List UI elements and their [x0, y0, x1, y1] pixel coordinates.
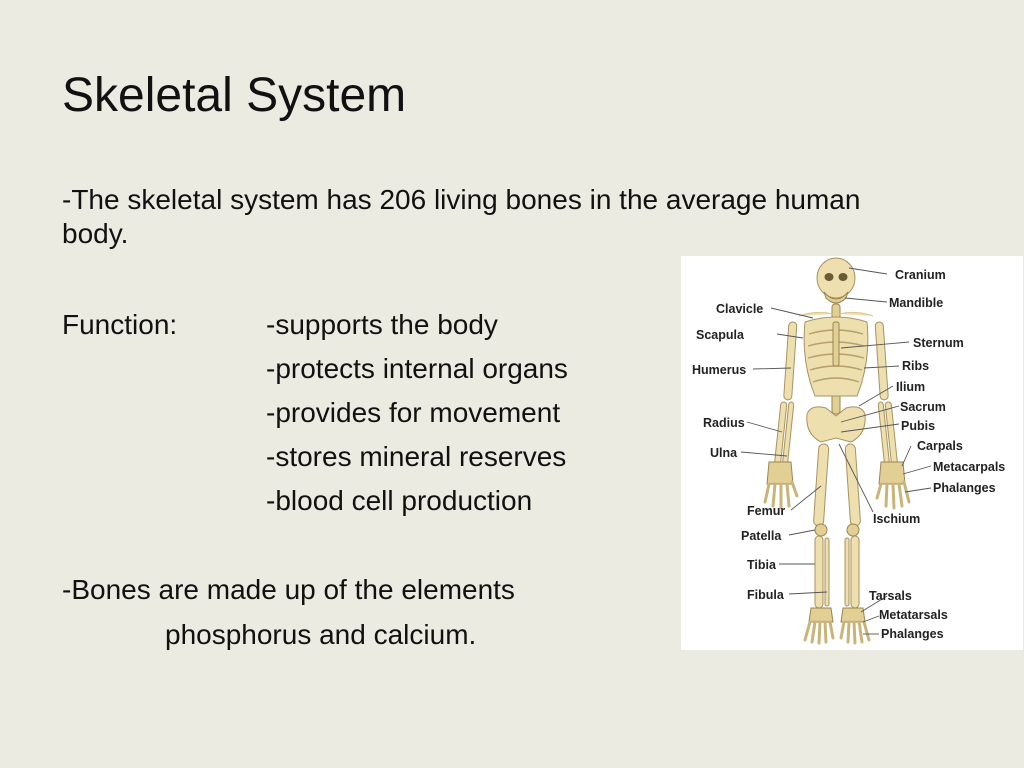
label-metacarpals: Metacarpals: [933, 460, 1005, 474]
label-clavicle: Clavicle: [716, 302, 763, 316]
label-radius: Radius: [703, 416, 745, 430]
label-humerus: Humerus: [692, 363, 746, 377]
label-pubis: Pubis: [901, 419, 935, 433]
bones-elements-line-cont: phosphorus and calcium.: [165, 619, 477, 650]
label-metatarsals: Metatarsals: [879, 608, 948, 622]
slide-title: Skeletal System: [62, 69, 407, 122]
label-carpals: Carpals: [917, 439, 963, 453]
function-item: -stores mineral reserves: [266, 441, 567, 472]
function-label: Function:: [62, 309, 178, 340]
label-scapula: Scapula: [696, 328, 745, 342]
bones-elements-line: -Bones are made up of the elements: [62, 574, 515, 605]
bone-labels: Cranium Mandible Clavicle Scapula Sternu…: [692, 268, 1005, 641]
label-femur: Femur: [747, 504, 785, 518]
function-item: -protects internal organs: [266, 353, 568, 384]
label-ilium: Ilium: [896, 380, 925, 394]
label-ribs: Ribs: [902, 359, 929, 373]
skeleton-diagram: Cranium Mandible Clavicle Scapula Sternu…: [692, 257, 1005, 645]
label-tibia: Tibia: [747, 558, 777, 572]
intro-text: -The skeletal system has 206 living bone…: [62, 184, 861, 249]
label-phalanges-hand: Phalanges: [933, 481, 996, 495]
label-sternum: Sternum: [913, 336, 964, 350]
leader-lines: [740, 267, 932, 635]
label-patella: Patella: [741, 529, 782, 543]
function-item: -supports the body: [266, 309, 498, 340]
skeleton-figure: Cranium Mandible Clavicle Scapula Sternu…: [681, 256, 1023, 650]
label-sacrum: Sacrum: [900, 400, 946, 414]
label-ulna: Ulna: [710, 446, 738, 460]
label-phalanges-foot: Phalanges: [881, 627, 944, 641]
label-cranium: Cranium: [895, 268, 946, 282]
function-item: -blood cell production: [266, 485, 533, 516]
label-fibula: Fibula: [747, 588, 785, 602]
label-mandible: Mandible: [889, 296, 943, 310]
function-list: -supports the body -protects internal or…: [266, 308, 568, 528]
label-ischium: Ischium: [873, 512, 920, 526]
function-item: -provides for movement: [266, 397, 561, 428]
label-tarsals: Tarsals: [869, 589, 912, 603]
skeleton-illustration: [763, 257, 911, 645]
